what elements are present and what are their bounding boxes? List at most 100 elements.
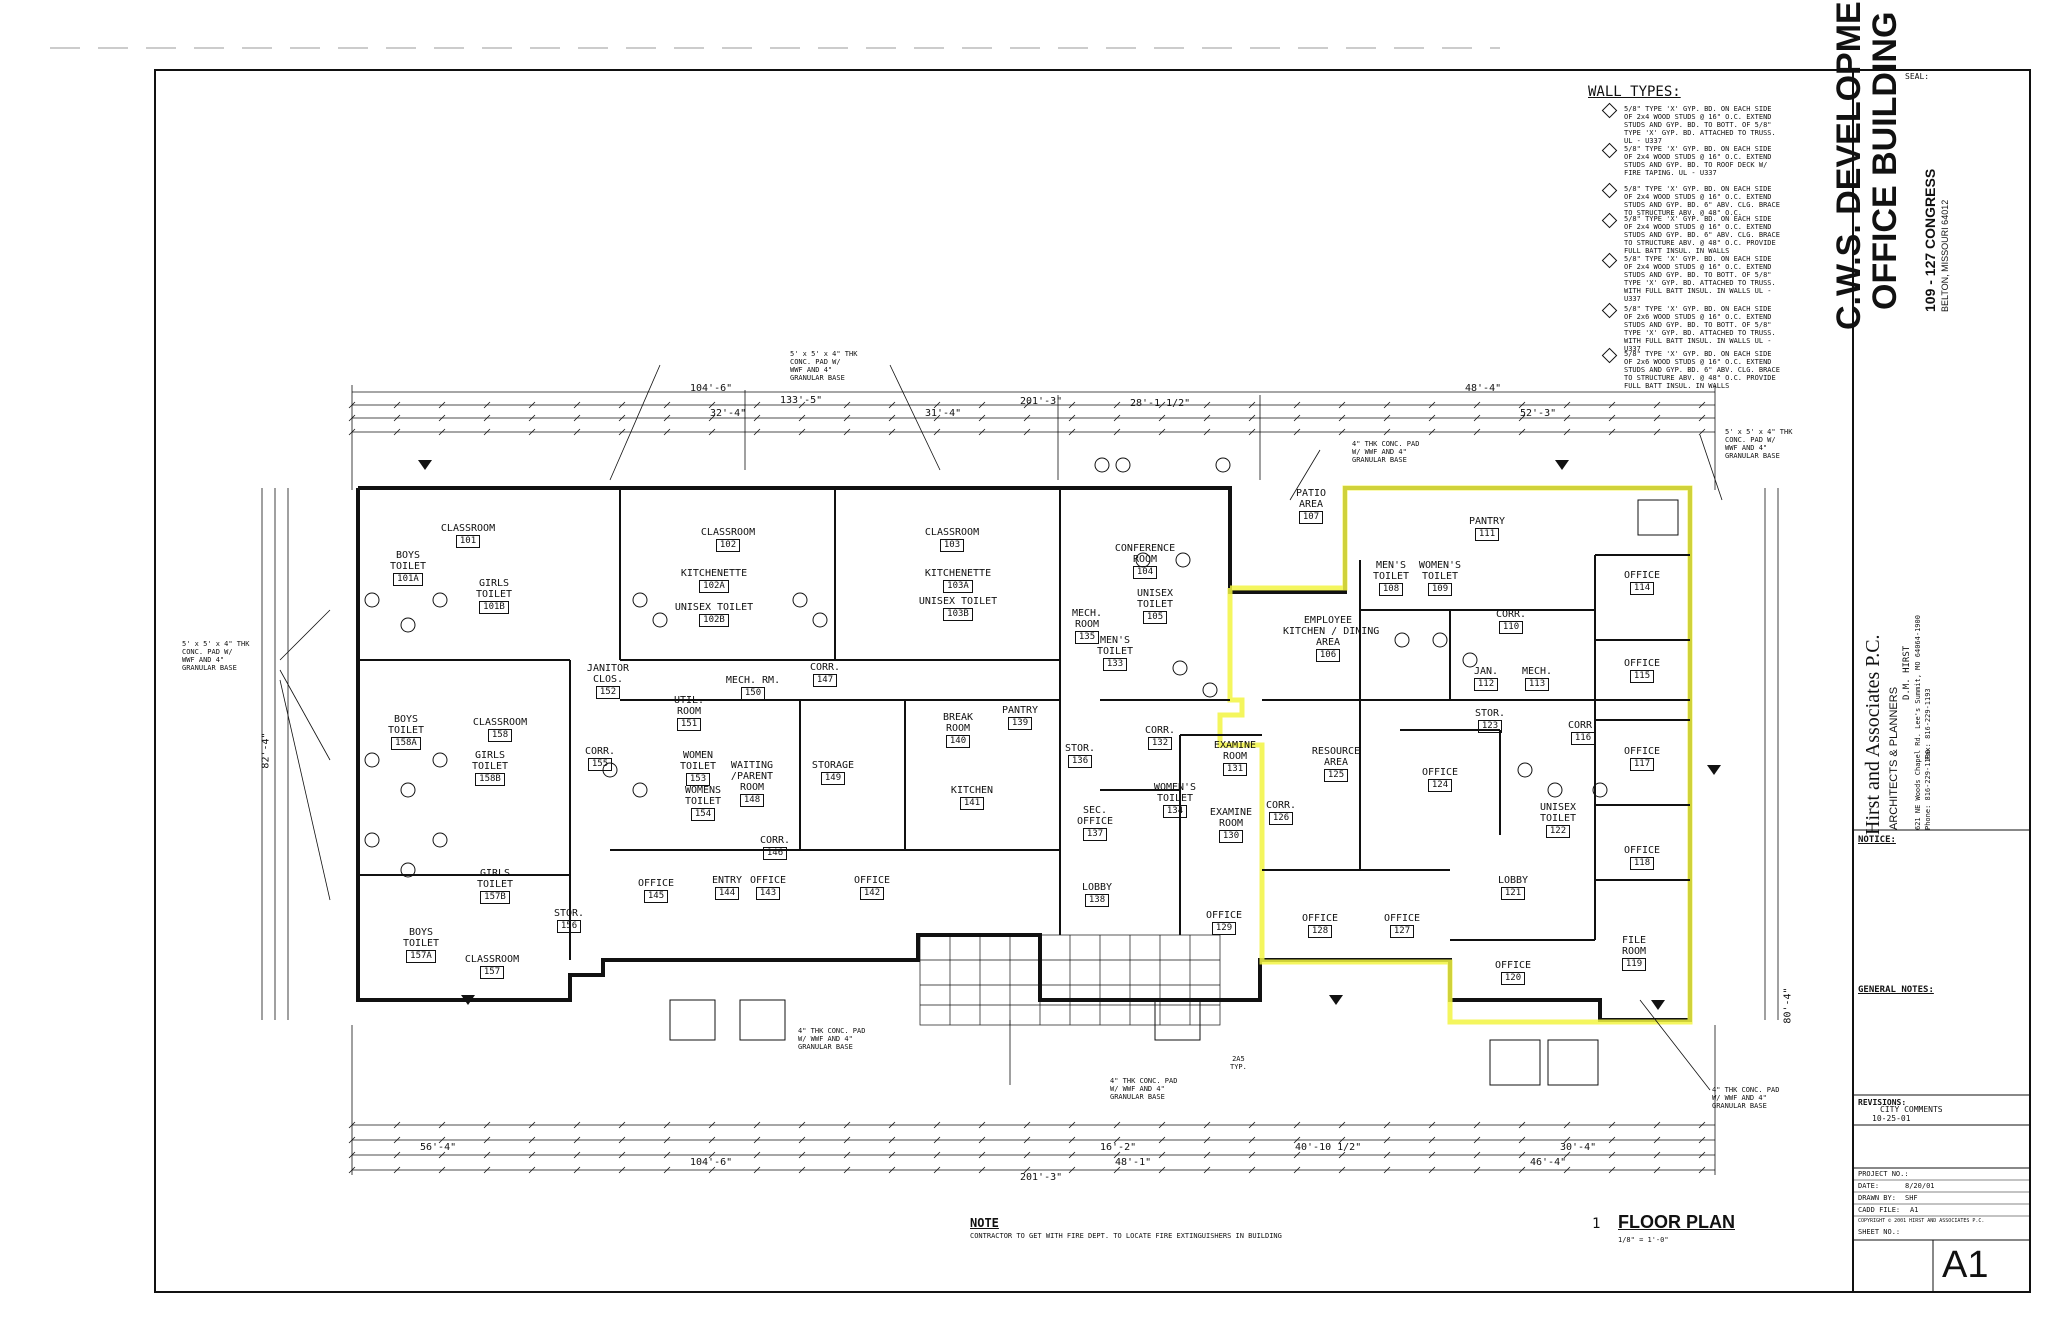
bottom-dim-1: 104'-6" — [690, 1157, 733, 1168]
revision-1: CITY COMMENTS — [1880, 1105, 1943, 1114]
typical-tag: 2A5 TYP. — [1230, 1055, 1247, 1071]
conc-pad-bottom-right-note: 4" THK CONC. PAD W/ WWF AND 4" GRANULAR … — [1712, 1086, 1780, 1110]
room-name: CORR. — [584, 746, 616, 757]
room-number: 157B — [480, 891, 510, 904]
room-name: OFFICE — [1383, 913, 1421, 924]
note-heading: NOTE — [970, 1216, 999, 1230]
drawing-number: 1 — [1592, 1216, 1601, 1232]
cadd-file-label: CADD FILE: — [1858, 1206, 1901, 1214]
room-name: KITCHEN — [950, 785, 994, 796]
side-dimension-strings — [261, 488, 1779, 1020]
wall-type-text: 5/8" TYPE 'X' GYP. BD. ON EACH SIDE OF 2… — [1624, 145, 1776, 177]
wall-type-text: 5/8" TYPE 'X' GYP. BD. ON EACH SIDE OF 2… — [1624, 105, 1780, 145]
room-number: 101A — [393, 573, 423, 586]
fixture-symbol — [1175, 552, 1191, 568]
room-name: SEC. OFFICE — [1076, 805, 1114, 827]
room-name: CONFERENCE ROOM — [1114, 543, 1176, 565]
room-number: 121 — [1500, 887, 1526, 900]
project-no-label: PROJECT NO.: — [1858, 1170, 1909, 1178]
room-name: PATIO AREA — [1295, 488, 1327, 510]
fixture-symbol — [1215, 457, 1231, 473]
fixture-symbol — [1462, 652, 1478, 668]
drawing-title: FLOOR PLAN — [1618, 1212, 1735, 1232]
room-name: BOYS TOILET — [389, 550, 427, 572]
project-city: BELTON, MISSOURI 64012 — [1940, 199, 1950, 312]
room-number: 142 — [859, 887, 885, 900]
fixture-symbol — [1202, 682, 1218, 698]
conc-pad-patio-note: 4" THK CONC. PAD W/ WWF AND 4" GRANULAR … — [1352, 440, 1420, 464]
room-number: 114 — [1629, 582, 1655, 595]
wall-type-text: 5/8" TYPE 'X' GYP. BD. ON EACH SIDE OF 2… — [1624, 215, 1785, 255]
room-number: 149 — [820, 772, 846, 785]
room-136: STOR.136 — [1035, 743, 1125, 768]
room-number: 152 — [595, 686, 621, 699]
room-name: MECH. RM. — [725, 675, 781, 686]
room-150: MECH. RM.150 — [708, 675, 798, 700]
wall-types-heading: WALL TYPES: — [1588, 84, 1681, 100]
room-name: STOR. — [1064, 743, 1096, 754]
wall-type-item: 5/8" TYPE 'X' GYP. BD. ON EACH SIDE OF 2… — [1601, 182, 1784, 217]
room-156: STOR.156 — [524, 908, 614, 933]
conc-pad-top-note: 5' x 5' x 4" THK CONC. PAD W/ WWF AND 4"… — [790, 350, 858, 382]
date-value: 8/20/01 — [1905, 1182, 1935, 1190]
fixture-symbol — [1592, 782, 1608, 798]
section-markers — [418, 460, 1721, 1010]
room-number: 131 — [1222, 763, 1248, 776]
bottom-sub-4: 30'-4" — [1560, 1142, 1597, 1153]
room-name: OFFICE — [1623, 845, 1661, 856]
room-number: 126 — [1268, 812, 1294, 825]
room-name: MEN'S TOILET — [1096, 635, 1134, 657]
section-marker-icon — [1651, 1000, 1665, 1010]
wall-type-item: 5/8" TYPE 'X' GYP. BD. ON EACH SIDE OF 2… — [1601, 102, 1784, 145]
wall-type-text: 5/8" TYPE 'X' GYP. BD. ON EACH SIDE OF 2… — [1624, 305, 1780, 353]
fixture-symbol — [632, 592, 648, 608]
room-number: 120 — [1500, 972, 1526, 985]
room-name: BOYS TOILET — [387, 714, 425, 736]
room-number: 153 — [685, 773, 711, 786]
room-name: MECH. — [1521, 666, 1553, 677]
top-overall-dim: 201'-3" — [1020, 396, 1063, 407]
room-number: 146 — [762, 847, 788, 860]
room-name: CLASSROOM — [700, 527, 756, 538]
fixture-symbol — [1394, 632, 1410, 648]
room-name: OFFICE — [1421, 767, 1459, 778]
room-name: CORR. — [759, 835, 791, 846]
room-number: 109 — [1427, 583, 1453, 596]
top-dim-3: 48'-4" — [1465, 383, 1502, 394]
room-number: 108 — [1378, 583, 1404, 596]
general-notes-title: GENERAL NOTES: — [1858, 985, 1934, 995]
fixture-symbol — [1172, 660, 1188, 676]
date-label: DATE: — [1858, 1182, 1880, 1190]
room-name: UNISEX TOILET — [674, 602, 754, 613]
room-number: 103 — [939, 539, 965, 552]
room-number: 137 — [1082, 828, 1108, 841]
room-146: CORR.146 — [730, 835, 820, 860]
fixture-symbol — [432, 752, 448, 768]
sheet-no-label: SHEET NO.: — [1858, 1228, 1901, 1236]
room-name: UNISEX TOILET — [1539, 802, 1577, 824]
room-number: 110 — [1498, 621, 1524, 634]
room-number: 128 — [1307, 925, 1333, 938]
sheet-number: A1 — [1942, 1244, 1989, 1286]
room-name: OFFICE — [749, 875, 787, 886]
room-number: 123 — [1477, 720, 1503, 733]
room-name: STOR. — [553, 908, 585, 919]
fixture-symbol — [812, 612, 828, 628]
room-number: 129 — [1211, 922, 1237, 935]
